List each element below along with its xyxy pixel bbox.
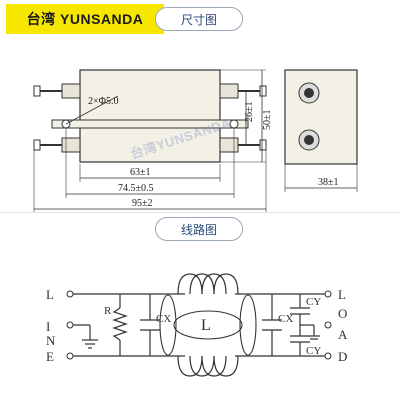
load-label-d: D (338, 349, 347, 364)
choke-coil-top (177, 273, 239, 295)
section-title-dimensions: 尺寸图 (155, 7, 243, 31)
cy-bottom-label: CY (306, 345, 321, 357)
choke-core-right (239, 294, 257, 356)
mounting-flange (51, 119, 249, 129)
filter-body-side (284, 69, 358, 165)
dim-label-38: 38±1 (318, 177, 339, 188)
resistor-label: R (104, 305, 112, 317)
section-title-circuit: 线路图 (155, 217, 243, 241)
hole-dimension-label: 2×Φ5.0 (88, 96, 118, 107)
load-label-o: O (338, 306, 347, 321)
dim-line-63 (79, 164, 221, 182)
line-label-n: N (46, 333, 56, 348)
section-divider (0, 212, 400, 213)
dim-line-95 (33, 150, 267, 212)
terminal-right-top (219, 83, 267, 99)
terminal-load-e (324, 352, 332, 360)
dimension-drawing: 2×Φ5.0 63±1 74.5±0.5 95±2 26±1 50±1 (33, 69, 358, 212)
cy-top-label: CY (306, 296, 321, 308)
choke-core-left (159, 294, 177, 356)
terminal-left-top (33, 83, 81, 99)
terminal-line-e (66, 352, 74, 360)
choke-core-loop (173, 310, 243, 340)
dim-label-63: 63±1 (130, 167, 151, 178)
terminal-load-n (324, 321, 332, 329)
terminal-line-n (66, 321, 74, 329)
choke-coil-bottom (177, 355, 239, 377)
cx-right-label: CX (278, 313, 293, 325)
dim-line-50 (220, 69, 266, 163)
terminal-line-l (66, 290, 74, 298)
resistor-symbol (112, 307, 128, 341)
load-label-l: L (338, 287, 346, 302)
side-terminal-bottom (298, 129, 320, 151)
line-label-l: L (46, 287, 54, 302)
load-label-a: A (338, 327, 348, 342)
dim-line-38 (284, 164, 358, 192)
side-terminal-top (298, 82, 320, 104)
inductor-label: L (201, 317, 211, 334)
dim-line-74-5 (65, 128, 235, 198)
dim-label-26: 26±1 (244, 102, 255, 123)
line-label-i: I (46, 319, 50, 334)
cx-left-label: CX (156, 313, 171, 325)
dim-label-95: 95±2 (132, 198, 153, 209)
brand-banner: 台湾 YUNSANDA (6, 4, 164, 34)
filter-body-front (79, 69, 221, 163)
circuit-wires (73, 293, 325, 357)
terminal-right-bottom (219, 137, 267, 153)
hole-leader-line (65, 95, 119, 125)
terminal-left-bottom (33, 137, 81, 153)
terminal-load-l (324, 290, 332, 298)
dim-label-74-5: 74.5±0.5 (118, 183, 154, 194)
dim-label-50: 50±1 (262, 110, 273, 131)
line-label-e: E (46, 349, 54, 364)
